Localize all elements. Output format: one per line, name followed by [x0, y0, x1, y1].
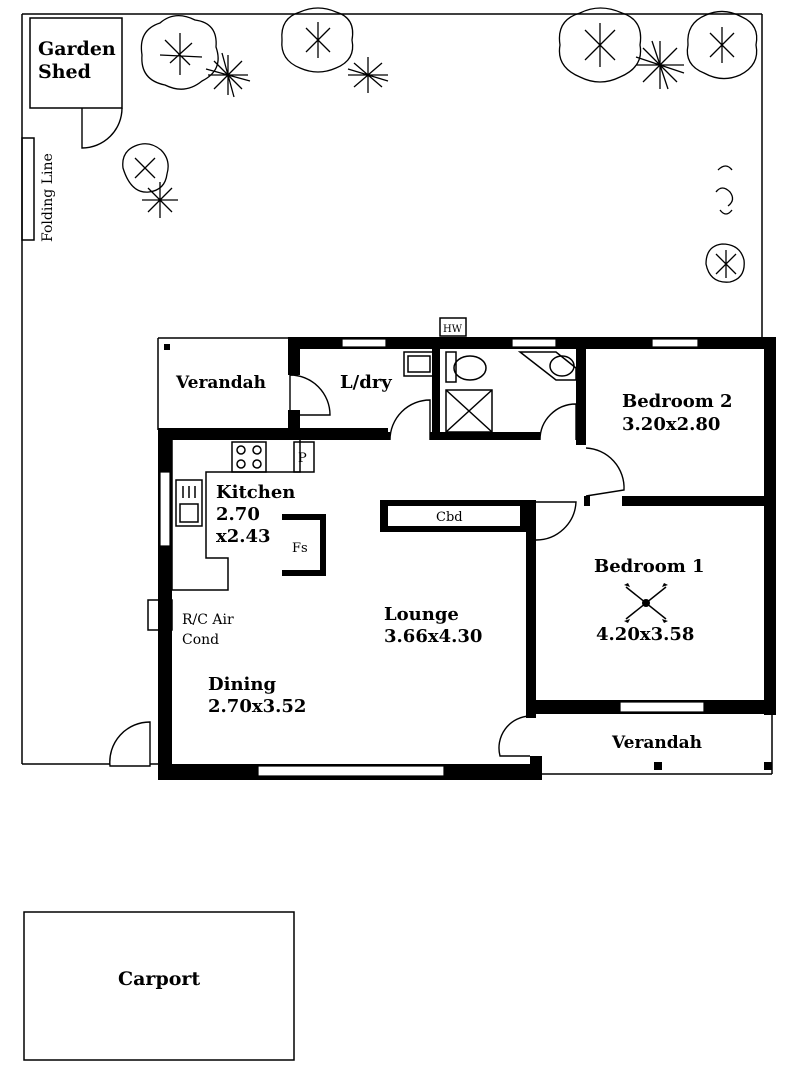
cupboard: Cbd: [380, 500, 526, 532]
laundry-label: L/dry: [340, 372, 392, 393]
garden-shed: Garden Shed: [29, 17, 123, 149]
tree-icon: [140, 15, 219, 90]
door-bath: [539, 403, 577, 441]
lounge: Lounge 3.66x4.30: [384, 604, 482, 647]
folding-line: Folding Line: [21, 137, 56, 242]
tree-icon: [558, 7, 642, 83]
bedroom1-name: Bedroom 1: [594, 556, 705, 577]
lounge-size: 3.66x4.30: [384, 626, 482, 647]
trees: [122, 7, 758, 283]
aircon-label-2: Cond: [182, 632, 219, 648]
verandah-top: Verandah: [175, 373, 266, 393]
toilet-icon: [445, 351, 487, 383]
sink-icon: [403, 351, 435, 377]
dining: Dining 2.70x3.52: [208, 674, 306, 717]
ceiling-fan-icon: [624, 583, 668, 623]
garden-shed-label-2: Shed: [38, 61, 91, 83]
door-laundry-dining: [389, 399, 431, 441]
hot-water-label: HW: [443, 324, 463, 335]
verandah-bottom: Verandah: [611, 714, 773, 774]
doors: [109, 374, 625, 767]
tree-icon: [705, 243, 745, 283]
kitchen-name: Kitchen: [216, 482, 295, 503]
tree-icon: [347, 57, 389, 93]
door-verandah-laundry: [289, 374, 331, 416]
verandah-top-label: Verandah: [175, 373, 266, 393]
shower-icon: [445, 389, 493, 433]
door-bedroom2: [585, 447, 625, 497]
fridge-space: Fs: [282, 514, 326, 576]
aircon: R/C Air Cond: [147, 599, 234, 648]
bedroom2-size: 3.20x2.80: [622, 414, 720, 435]
dining-size: 2.70x3.52: [208, 696, 306, 717]
fridge-label: Fs: [292, 541, 308, 556]
tree-icon: [142, 182, 178, 218]
carport-label: Carport: [118, 968, 200, 990]
bedroom2-name: Bedroom 2: [622, 391, 733, 412]
bedroom-2: Bedroom 2 3.20x2.80: [622, 391, 733, 435]
lounge-name: Lounge: [384, 604, 459, 625]
tree-icon: [686, 10, 758, 80]
carport: Carport: [23, 911, 295, 1061]
dining-name: Dining: [208, 674, 276, 695]
bathroom: [445, 351, 577, 433]
sink-icon: [175, 479, 203, 527]
hot-water-unit: HW: [439, 317, 467, 337]
kitchen: P Kitchen 2.70 x2.43 Fs: [171, 440, 326, 591]
tree-icon: [715, 165, 734, 215]
tree-icon: [635, 40, 685, 90]
sink-icon: [517, 351, 577, 381]
pantry-label: P: [298, 451, 307, 466]
door-bedroom1: [535, 501, 577, 541]
folding-line-label: Folding Line: [40, 153, 56, 242]
garden-shed-label-1: Garden: [38, 38, 116, 60]
bedroom-1: Bedroom 1 4.20x3.58: [594, 556, 705, 645]
tree-icon: [281, 7, 354, 73]
aircon-label-1: R/C Air: [182, 612, 234, 628]
door-verandah-bottom: [498, 715, 531, 757]
bedroom1-size: 4.20x3.58: [596, 624, 694, 645]
door-side: [109, 721, 151, 767]
verandah-bottom-label: Verandah: [611, 733, 702, 753]
cooktop-icon: [231, 441, 267, 473]
kitchen-size-1: 2.70: [216, 504, 260, 525]
windows: [159, 338, 705, 777]
tree-icon: [205, 52, 251, 98]
laundry: L/dry: [340, 351, 435, 393]
cupboard-label: Cbd: [436, 510, 463, 525]
tree-icon: [122, 143, 169, 193]
kitchen-size-2: x2.43: [216, 526, 271, 547]
